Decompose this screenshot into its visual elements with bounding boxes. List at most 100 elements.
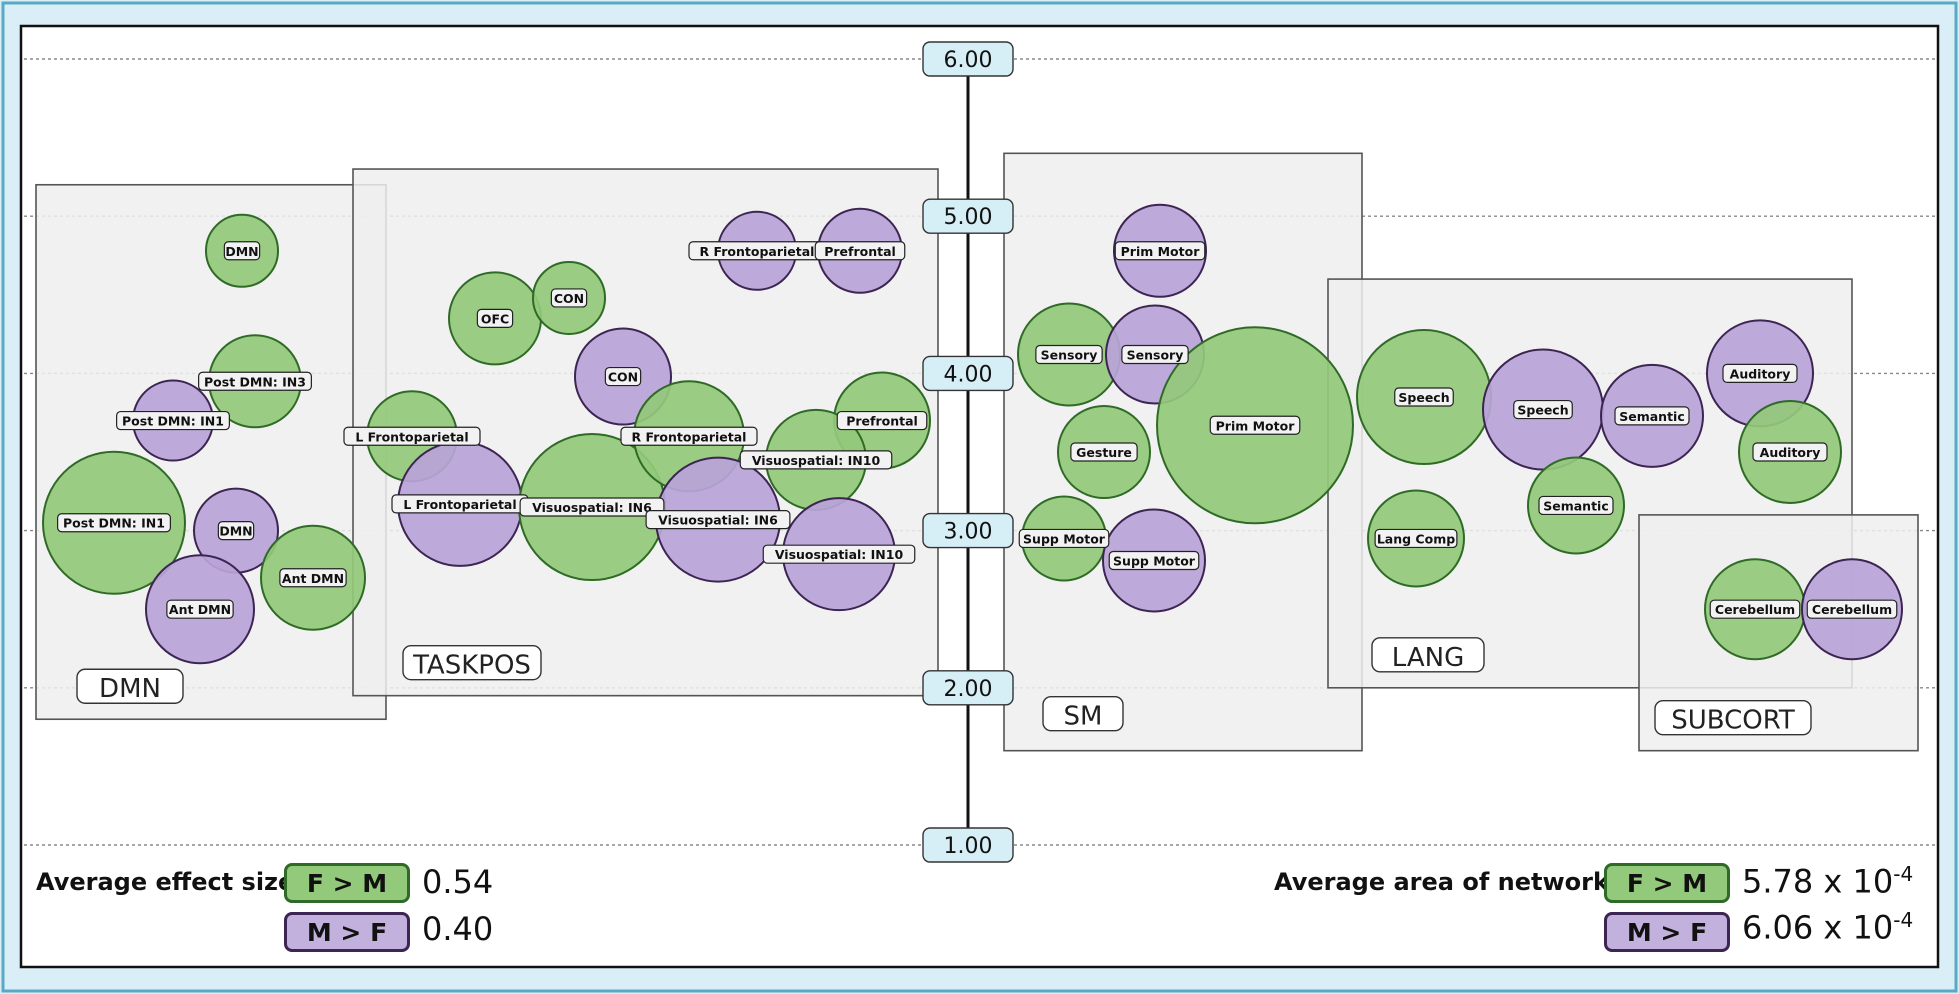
bubble-label-box — [166, 599, 234, 619]
bubble-label: Cerebellum — [1812, 602, 1892, 617]
bubble-label-box — [223, 241, 261, 261]
bubble-label-box — [116, 410, 230, 431]
bubble-label-box — [1752, 442, 1828, 462]
bubble-label: Speech — [1398, 390, 1449, 405]
y-tick-box — [922, 827, 1014, 863]
bubble-label: Lang Comp — [1377, 531, 1455, 546]
y-tick-label: 2.00 — [944, 677, 993, 702]
group-label-taskpos: TASKPOS — [412, 651, 531, 681]
bubble-label-box — [1709, 599, 1801, 619]
bubble-label: Visuospatial: IN6 — [658, 513, 778, 528]
legend-effect-size-title: Average effect size — [36, 868, 295, 896]
bubble-label-box — [739, 450, 893, 470]
bubble-label-box — [550, 288, 588, 308]
bubble-label: R Frontoparietal — [700, 244, 815, 259]
bubble-label-box — [1394, 387, 1454, 407]
legend-mf-swatch: M > F — [284, 912, 410, 952]
bubble-label: Supp Motor — [1023, 531, 1106, 546]
group-label-dmn: DMN — [99, 674, 161, 704]
bubble-label: OFC — [481, 311, 509, 326]
bubble-label: CON — [608, 370, 638, 385]
y-tick-label: 3.00 — [944, 520, 993, 545]
bubble-label: Prefrontal — [846, 414, 918, 429]
bubble-label-box — [1018, 528, 1110, 549]
bubble-label-box — [198, 371, 312, 391]
bubble-label: Post DMN: IN3 — [204, 374, 306, 389]
bubble-label-box — [620, 426, 758, 446]
bubble-label: Supp Motor — [1113, 553, 1196, 568]
y-tick-label: 4.00 — [944, 362, 993, 387]
group-label-box — [402, 644, 542, 681]
bubble-label: Cerebellum — [1715, 602, 1795, 617]
legend-area-mf-value: 6.06 x 10-4 — [1742, 908, 1914, 947]
bubble-label: Speech — [1517, 403, 1568, 418]
bubble-label: DMN — [225, 244, 258, 259]
group-label-subcort: SUBCORT — [1671, 706, 1795, 736]
legend-fm-swatch: F > M — [284, 863, 410, 903]
bubble-label-box — [1035, 344, 1103, 365]
bubble-label-box — [476, 308, 514, 328]
bubble-label-box — [279, 568, 347, 588]
bubble-label: CON — [554, 291, 584, 306]
y-tick-box — [922, 41, 1014, 77]
bubble-label-box — [762, 544, 916, 564]
legend-area-mf-swatch: M > F — [1604, 912, 1730, 952]
legend-fm-effect-value: 0.54 — [422, 863, 494, 901]
bubble-label: Visuospatial: IN10 — [775, 547, 904, 562]
bubble-label: Semantic — [1543, 498, 1609, 513]
bubble-label-box — [836, 410, 928, 431]
bubble-label: DMN — [219, 524, 252, 539]
bubble-label-box — [814, 241, 906, 261]
bubble-label: Visuospatial: IN10 — [752, 453, 881, 468]
bubble-label: Auditory — [1760, 445, 1821, 460]
bubble-label-box — [1538, 495, 1614, 516]
bubble-label-box — [217, 520, 255, 541]
bubble-label: L Frontoparietal — [403, 497, 516, 512]
bubble-label: Sensory — [1127, 348, 1184, 363]
bubble-label-box — [1614, 406, 1690, 426]
bubble-label: R Frontoparietal — [632, 429, 747, 444]
legend-area-fm-value: 5.78 x 10-4 — [1742, 862, 1914, 901]
bubble-label-box — [57, 513, 171, 533]
bubble-label-box — [519, 497, 665, 517]
bubble-label-box — [1114, 241, 1206, 261]
group-label-sm: SM — [1064, 702, 1103, 732]
bubble-label: Prefrontal — [824, 244, 896, 259]
group-label-box — [76, 668, 184, 704]
y-tick-label: 1.00 — [944, 834, 993, 859]
bubble-label-box — [1374, 528, 1458, 549]
bubble-label-box — [1121, 344, 1189, 365]
bubble-label: Ant DMN — [282, 571, 344, 586]
bubble-label: Prim Motor — [1121, 244, 1201, 259]
y-tick-label: 5.00 — [944, 205, 993, 230]
bubble-label-box — [645, 509, 791, 530]
bubble-label: L Frontoparietal — [355, 429, 468, 444]
y-axis: 1.002.003.004.005.006.00 — [922, 41, 1014, 863]
bubble-label-box — [1108, 550, 1200, 571]
bubble-label-box — [1070, 442, 1138, 462]
y-tick-box — [922, 512, 1014, 549]
y-tick-box — [922, 670, 1014, 706]
bubble-label: Post DMN: IN1 — [122, 414, 224, 429]
bubble-label-box — [1209, 415, 1301, 435]
bubble-label: Sensory — [1041, 348, 1098, 363]
y-tick-box — [922, 198, 1014, 234]
legend-area-fm-swatch: F > M — [1604, 863, 1730, 903]
legend-area-title: Average area of networks — [1274, 868, 1624, 896]
bubble-label-box — [604, 366, 642, 387]
bubble-label: Gesture — [1076, 445, 1132, 460]
group-label-box — [1042, 695, 1124, 732]
y-tick-box — [922, 355, 1014, 392]
group-label-lang: LANG — [1392, 643, 1464, 673]
bubble-label: Ant DMN — [169, 602, 231, 617]
bubble-label: Auditory — [1730, 366, 1791, 381]
bubble-label-box — [1806, 599, 1898, 619]
bubble-label-box — [343, 426, 481, 446]
bubble-label: Semantic — [1619, 409, 1685, 424]
bubble-label: Prim Motor — [1216, 418, 1296, 433]
group-label-box — [1371, 637, 1485, 673]
bubble-label-box — [1513, 399, 1573, 420]
bubble-label: Post DMN: IN1 — [63, 516, 165, 531]
